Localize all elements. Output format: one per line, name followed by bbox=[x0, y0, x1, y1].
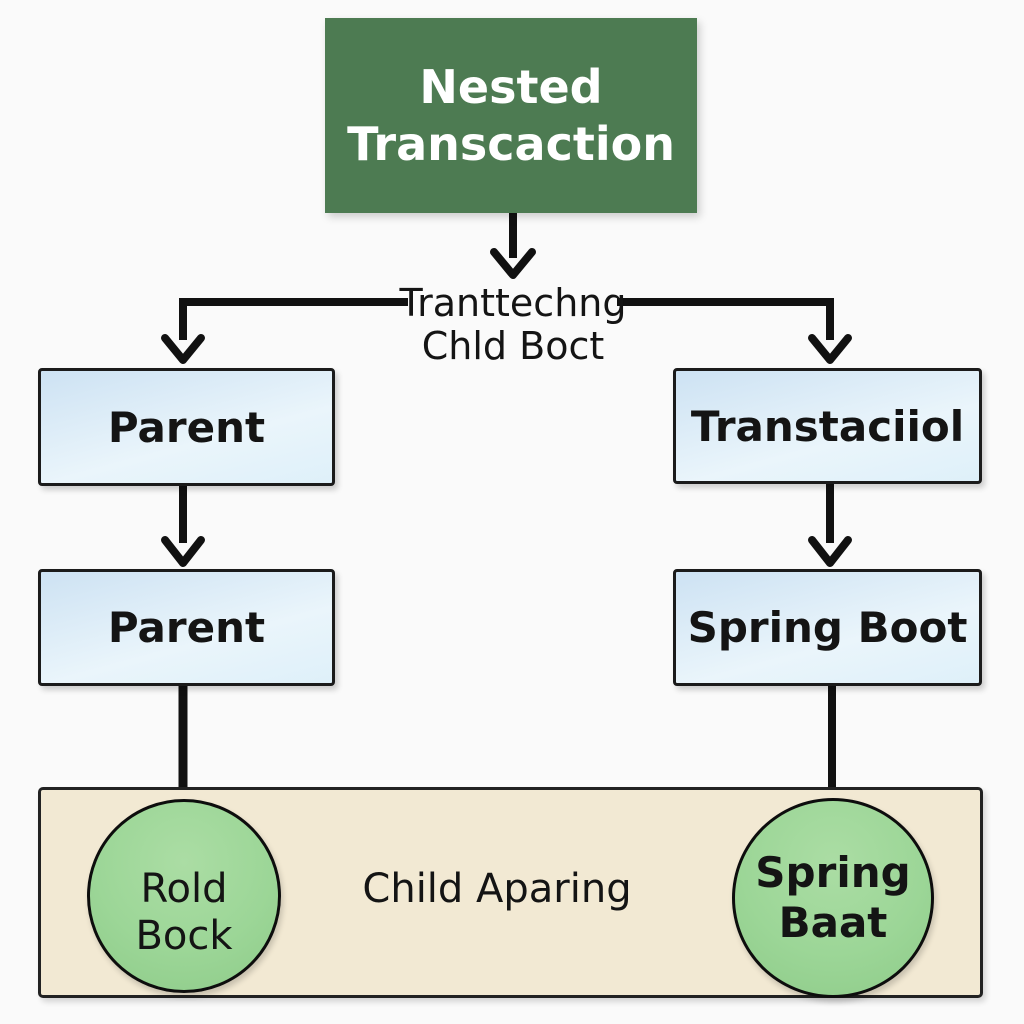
right-box-1-label: Transtaciiol bbox=[690, 401, 965, 451]
right-circle-line1: Spring bbox=[755, 848, 911, 898]
right-box-2-label: Spring Boot bbox=[687, 603, 968, 652]
left-circle-line1: Rold bbox=[140, 865, 228, 912]
arrow-root-to-branch-label bbox=[490, 213, 536, 279]
left-box-1-label: Parent bbox=[107, 402, 266, 452]
arrow-right-box1-to-box2 bbox=[808, 484, 852, 567]
right-box-1: Transtaciiol bbox=[673, 368, 982, 484]
left-box-1: Parent bbox=[38, 368, 335, 486]
right-box-2: Spring Boot bbox=[673, 569, 982, 686]
arrow-left-box1-to-box2 bbox=[161, 486, 205, 567]
bottom-center-label-text: Child Aparing bbox=[362, 866, 632, 912]
root-node: Nested Transcaction bbox=[325, 18, 697, 213]
left-box-2: Parent bbox=[38, 569, 335, 686]
branch-label: Tranttechng Chld Boct bbox=[363, 279, 663, 371]
left-circle: Rold Bock bbox=[87, 799, 281, 993]
left-circle-line2: Bock bbox=[135, 913, 233, 959]
right-circle-line2: Baat bbox=[778, 898, 888, 947]
branch-label-line1: Tranttechng bbox=[399, 281, 627, 326]
right-circle: Spring Baat bbox=[732, 798, 934, 998]
left-box-2-label: Parent bbox=[107, 603, 266, 652]
branch-label-line2: Chld Boct bbox=[421, 324, 605, 368]
root-node-label: Nested Transcaction bbox=[347, 60, 675, 171]
bottom-center-label: Child Aparing bbox=[352, 862, 642, 916]
